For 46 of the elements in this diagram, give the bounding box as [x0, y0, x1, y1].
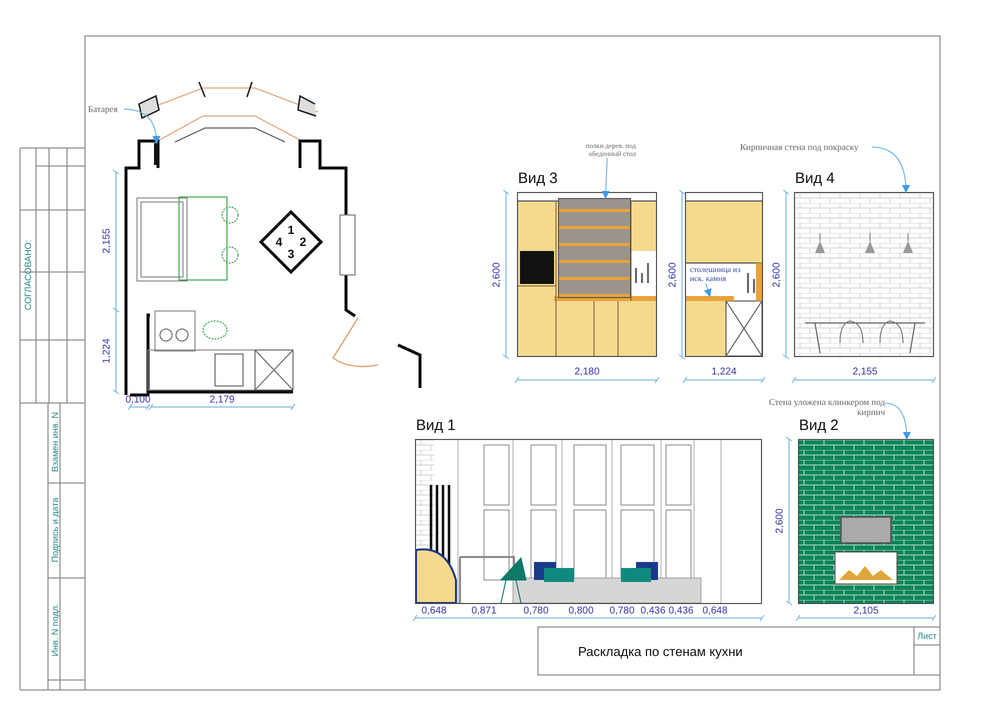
radiator — [154, 143, 159, 165]
view-number: 3 — [288, 247, 294, 261]
callout-text: Кирпичная стена под покраску — [740, 142, 872, 152]
view-number: 4 — [276, 235, 282, 249]
shelf-unit — [558, 198, 631, 298]
callout-text: Стена уложена клинкером под кирпич — [760, 397, 885, 418]
countertop — [686, 296, 734, 301]
dimension-label: 0,800 — [568, 606, 594, 616]
callout-text: столешница из иск. камня — [690, 265, 742, 284]
dimension-label: 2,155 — [102, 228, 112, 254]
dimension-label: 2,179 — [209, 394, 235, 406]
form-field-label: Взамен инв. N — [50, 412, 60, 472]
dimension-label: 0,100 — [125, 394, 151, 406]
dimension-label: 2,600 — [668, 262, 678, 288]
dimension-label: 2,600 — [774, 508, 786, 534]
callout-text: Батарея — [88, 104, 124, 114]
dimension-label: 0,780 — [523, 606, 549, 616]
sheet-title: Раскладка по стенам кухни — [578, 644, 743, 659]
dimension-label: 0,648 — [421, 606, 447, 616]
dimension-label: 0,436 — [668, 606, 694, 616]
dimension-label: 2,180 — [574, 366, 600, 378]
form-field-label: Подпись и дата — [50, 498, 60, 562]
view-heading: Вид 3 — [518, 170, 558, 187]
view-heading: Вид 4 — [795, 170, 835, 187]
leader-line — [602, 158, 610, 199]
view-number: 2 — [300, 235, 306, 249]
leader-line — [704, 282, 712, 297]
dimension-label: 0,436 — [640, 606, 666, 616]
dimension-label: 0,780 — [609, 606, 635, 616]
dimension-label: 2,105 — [853, 606, 879, 616]
dimension-label: 0,648 — [702, 606, 728, 616]
dimension-label: 1,224 — [102, 338, 112, 364]
form-field-label: Инв. N подл. — [50, 604, 60, 656]
leader-line — [872, 146, 910, 193]
form-field-label: СОГЛАСОВАНО: — [23, 240, 33, 310]
view-heading: Вид 1 — [416, 417, 456, 434]
dimension-label: 1,224 — [711, 366, 737, 378]
view-heading: Вид 2 — [799, 417, 839, 434]
dimension-label: 0,871 — [471, 606, 497, 616]
leader-line — [124, 108, 160, 144]
dimension-label: 2,600 — [772, 262, 782, 288]
dimension-label: 2,600 — [492, 262, 502, 288]
sheet-label: Лист — [917, 631, 937, 641]
view-number: 1 — [288, 223, 294, 237]
dimension-label: 2,155 — [852, 366, 878, 378]
leader-line — [884, 402, 911, 440]
